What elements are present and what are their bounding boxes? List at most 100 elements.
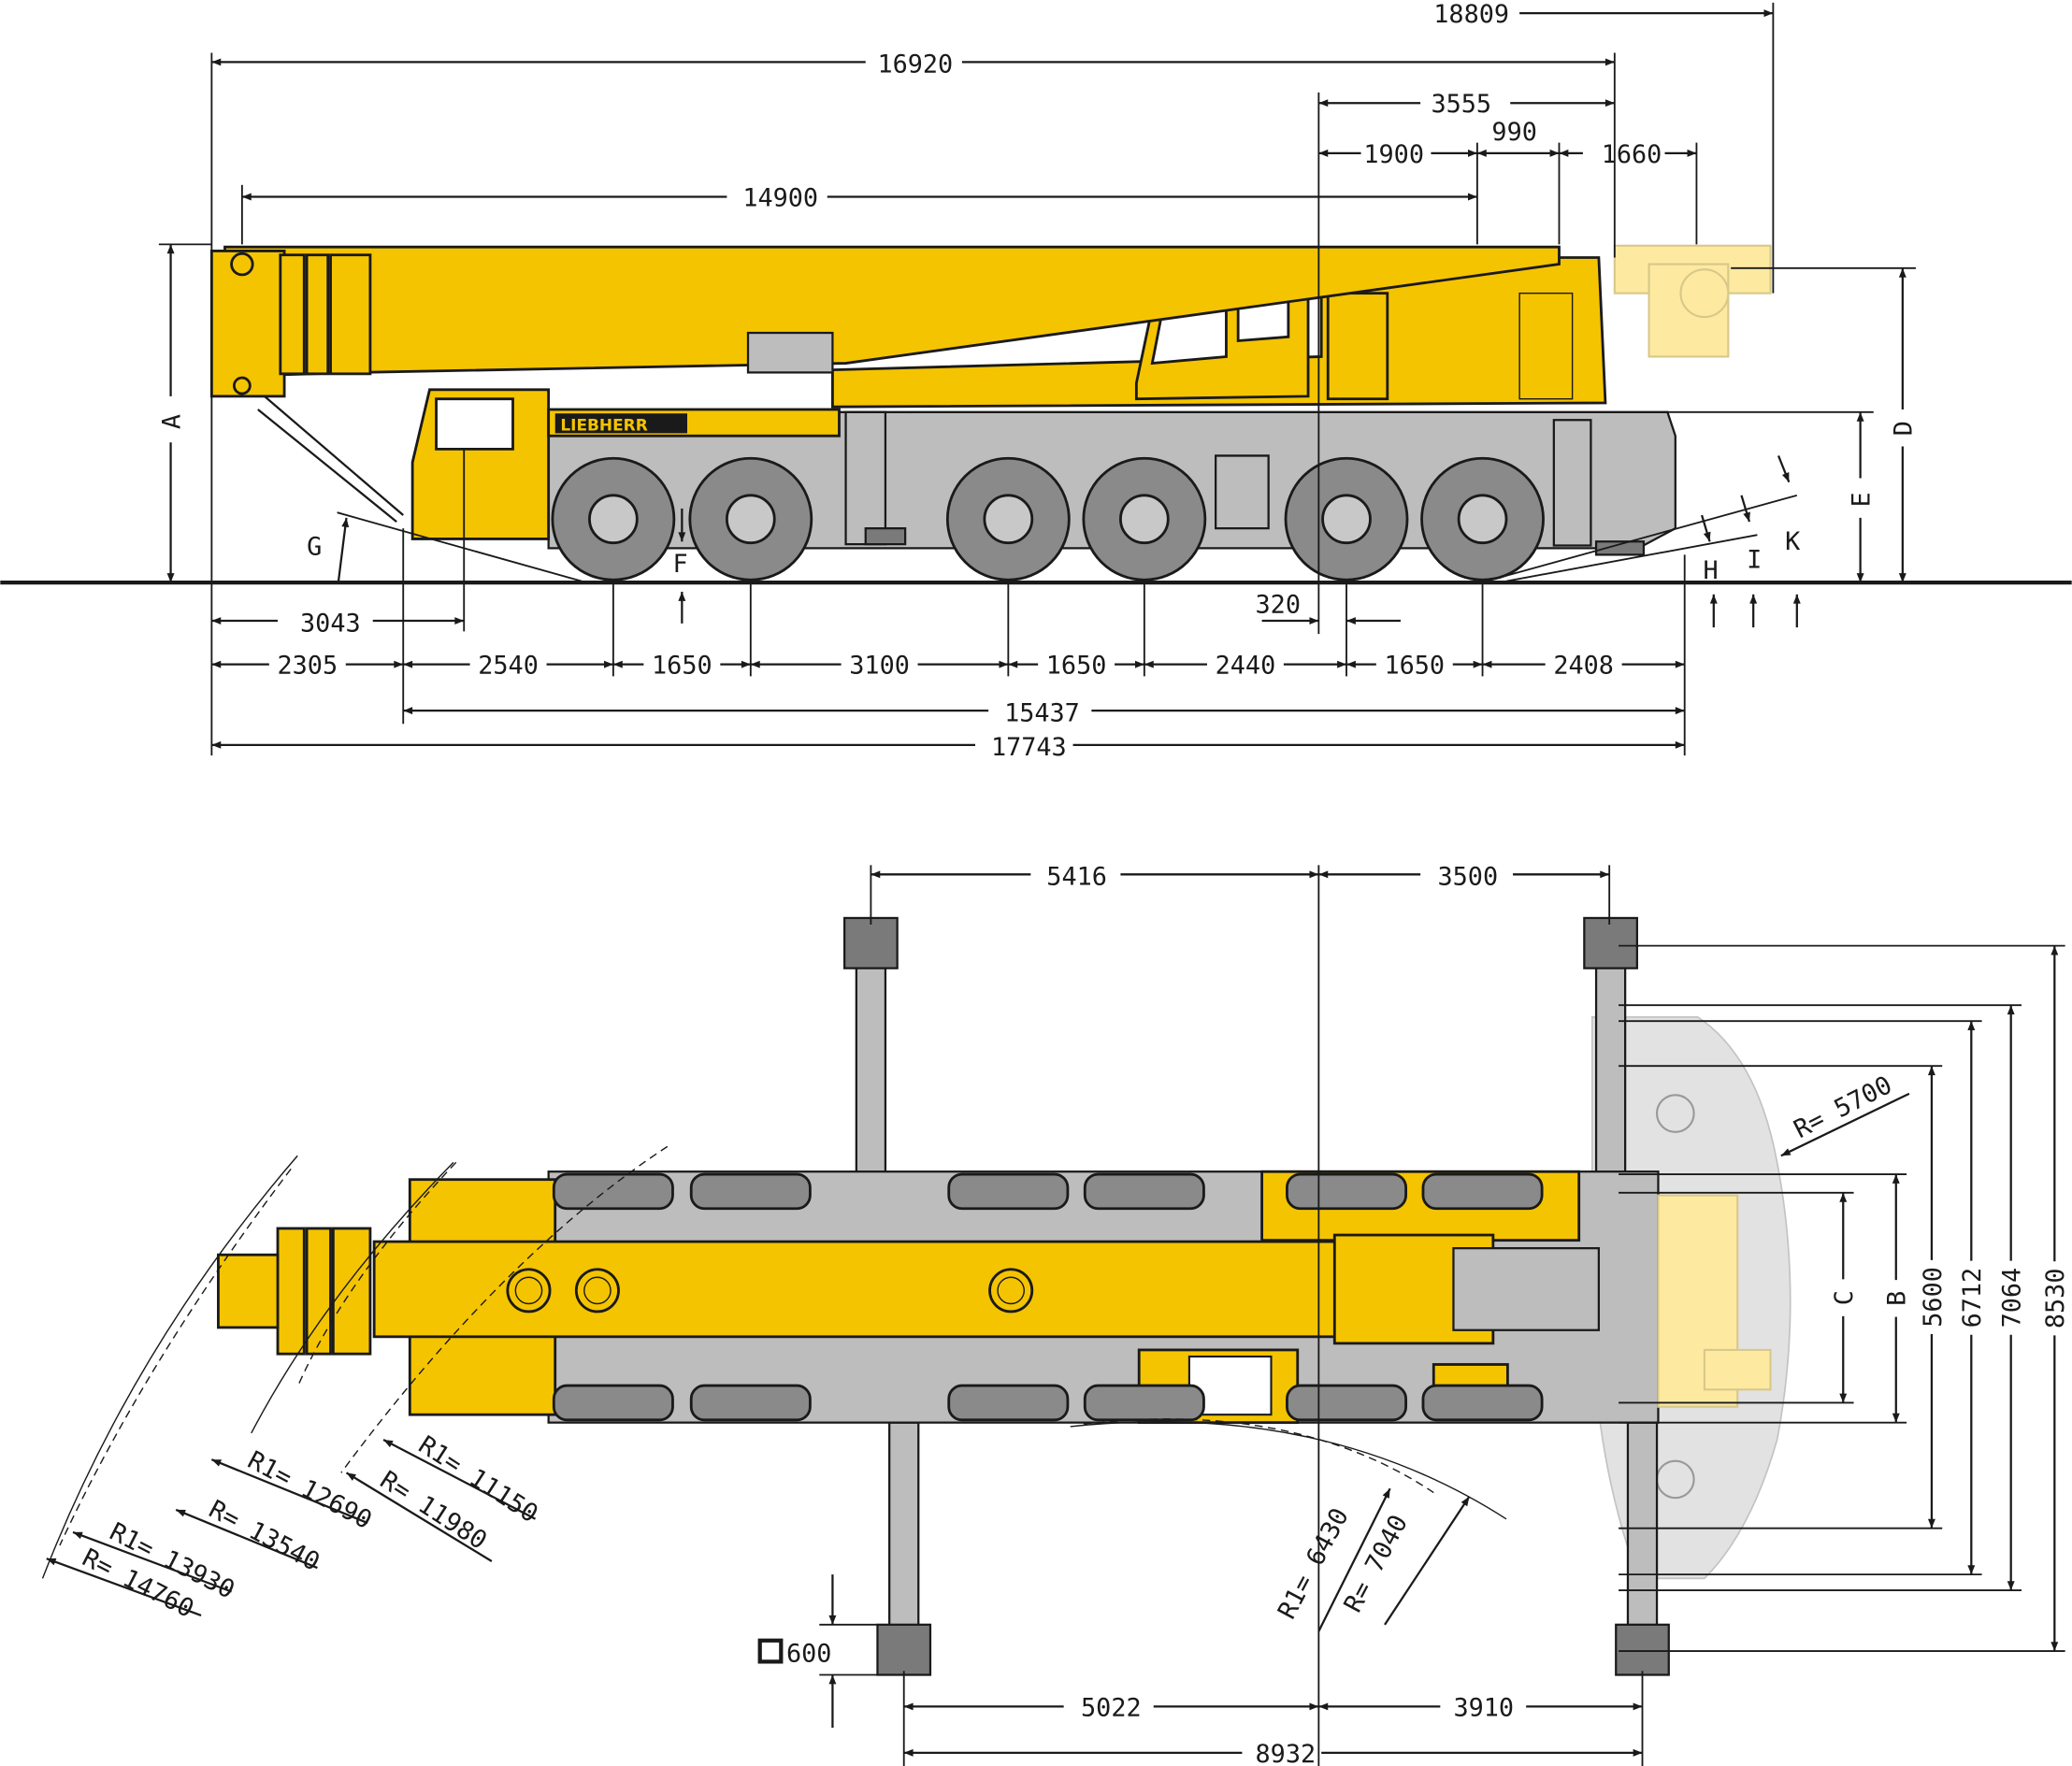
tire-plan [689,1172,812,1211]
tire-plan [1421,1384,1544,1422]
dim-width_8530: 8530 [1619,944,2070,1652]
dim-990: 990 [1476,118,1560,157]
dim-A: A [157,243,212,583]
tire-plan [1286,1172,1408,1211]
dim-letter: G [307,532,322,561]
wheels [551,456,1545,581]
dim-label: 6712 [1958,1268,1987,1328]
tire-plan [947,1384,1070,1422]
wheel-hub [1321,494,1372,545]
dim-E: E [1664,410,1877,583]
wheel-hub [1457,494,1508,545]
dim-label: B [1883,1291,1912,1306]
side-view: LIEBHERR 18809 16920 3555 [0,0,2072,762]
dim-label: 320 [1256,591,1301,620]
dim-letter: H [1703,556,1718,585]
radius-5700: R= 5700 [1780,1070,1910,1157]
dim-G: G [307,511,583,582]
dim-label: C [1830,1290,1859,1305]
radius-r_7040: R= 7040 [1339,1496,1471,1626]
dim-label: 15437 [1004,698,1080,727]
plan-tires [552,1172,1544,1422]
tire-plan [1083,1384,1205,1422]
dim-3043: 3043 [211,609,465,638]
dim-width_5600: 5600 [1619,1065,1948,1529]
dim-pad-600: 600 [757,1574,878,1729]
dim-label: 600 [786,1639,831,1668]
dim-1650: 1650 [1008,652,1144,681]
dim-letter: E [1848,492,1877,507]
dim-label: 16920 [877,50,953,79]
outrigger-pad [1615,1623,1670,1676]
dim-1650: 1650 [612,652,751,681]
dim-16920: 16920 [211,50,1615,79]
dim-17743: 17743 [211,733,1685,762]
plan-view: 5416 3500 5022 3910 8932 [41,863,2070,1766]
dim-15437: 15437 [403,698,1685,727]
boom-plan [217,1227,1601,1356]
wheel-hub [588,494,639,545]
dim-5416: 5416 [871,863,1319,892]
tire-plan [689,1384,812,1422]
dim-label: 3910 [1453,1693,1514,1722]
dim-2305: 2305 [211,652,404,681]
dim-3555: 3555 [1318,90,1615,119]
dim-label: 8530 [2041,1269,2070,1329]
outrigger-pad [876,1623,932,1676]
swing-radius-arcs [41,1145,1507,1579]
dim-label: 1650 [1046,652,1107,681]
dim-3500: 3500 [1318,863,1610,892]
dim-1660: 1660 [1559,140,1697,169]
tire-plan [1421,1172,1544,1211]
dim-label: 3100 [849,652,910,681]
telescopic-boom [209,245,1561,523]
dim-label: 5022 [1081,1693,1142,1722]
dim-label: 2408 [1553,652,1614,681]
dim-320: 320 [1256,591,1401,625]
dim-H-I-K: H I K [1486,455,1801,628]
axle-spacing-dims: 2305 2540 1650 3100 1650 2440 1650 2408 [211,652,1685,681]
tire-plan [1083,1172,1205,1211]
wheel-hub [725,494,776,545]
dim-label: 2540 [478,652,539,681]
square-pad-icon [757,1638,784,1664]
driver-cab: LIEBHERR [410,388,841,540]
dim-label: 1660 [1602,140,1662,169]
outriggers [843,916,1670,1676]
dim-5022: 5022 [903,1693,1319,1722]
dim-label: 990 [1491,118,1536,147]
dim-width_6712: 6712 [1619,1020,1987,1576]
dim-label: 1650 [1384,652,1445,681]
hook-block-ghost [1613,244,1772,358]
dim-letter: A [157,414,186,429]
dim-2540: 2540 [403,652,613,681]
dim-label: 14900 [742,183,818,212]
dim-1650: 1650 [1346,652,1483,681]
dim-D: D [1731,266,1919,583]
dim-letter: D [1890,421,1919,436]
dim-8932: 8932 [903,1740,1643,1766]
dim-letter: K [1785,527,1801,556]
dim-label: 2440 [1216,652,1276,681]
dim-label: 3555 [1431,90,1491,119]
dim-label: 8932 [1256,1740,1317,1766]
dim-label: 3043 [300,609,361,638]
dim-label: 5416 [1046,863,1107,892]
dim-2408: 2408 [1482,652,1685,681]
dim-label: 2305 [278,652,338,681]
dim-label: 18809 [1433,0,1509,29]
outrigger-pad [843,916,899,969]
wheel-hub [1119,494,1170,545]
tire-plan [947,1172,1070,1211]
dim-1900: 1900 [1318,140,1477,169]
radius-label: R= 13540 [204,1495,324,1577]
dim-label: 3500 [1438,863,1499,892]
wheel-hub [983,494,1034,545]
tire-plan [552,1384,674,1422]
dim-F: F [672,508,688,624]
outrigger-pad [1583,916,1638,969]
dim-letter: F [672,550,687,579]
